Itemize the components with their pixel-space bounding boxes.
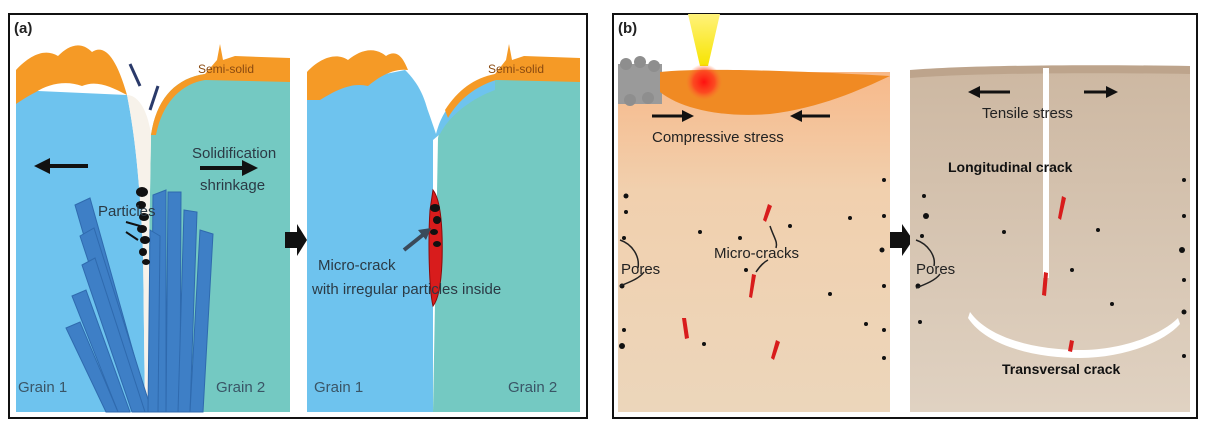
panel-a-left: Semi-solid bbox=[16, 44, 290, 413]
micro-cracks bbox=[1042, 196, 1074, 352]
micro-cracks-label: Micro-cracks bbox=[714, 245, 799, 262]
micro-cracks bbox=[682, 204, 780, 360]
panel-b-right: Tensile stress Longitudinal crack Transv… bbox=[910, 65, 1190, 412]
pores-cluster bbox=[915, 178, 1187, 358]
arrow-left-icon bbox=[968, 86, 1010, 98]
laser-spot bbox=[686, 64, 722, 100]
dendrite-tip-mark bbox=[148, 85, 160, 111]
arrow-right-icon bbox=[652, 110, 694, 122]
dendrite-cluster bbox=[65, 189, 214, 413]
arrow-left-icon bbox=[34, 158, 88, 174]
transition-arrow-icon bbox=[285, 224, 307, 256]
pores-pointer bbox=[619, 271, 645, 287]
micro-cracks-pointer bbox=[769, 225, 778, 249]
arrow-left-icon bbox=[790, 110, 830, 122]
grain-1-region bbox=[307, 70, 433, 412]
laser-beam-icon bbox=[688, 14, 720, 66]
semi-solid-left bbox=[16, 45, 127, 104]
pores-pointer bbox=[915, 239, 936, 267]
pores-cluster bbox=[619, 178, 886, 360]
arrow-right-icon bbox=[1084, 86, 1118, 98]
pores-pointer bbox=[619, 239, 640, 269]
transversal-crack bbox=[968, 312, 1180, 358]
dendrite-bar bbox=[189, 229, 214, 413]
transition-arrow-icon bbox=[890, 224, 913, 256]
semi-solid-left bbox=[307, 50, 408, 100]
solidification-label: Solidification bbox=[192, 145, 276, 162]
powder-particles bbox=[618, 56, 662, 106]
inter-grain-gap bbox=[127, 95, 152, 412]
compressive-stress-label: Compressive stress bbox=[652, 129, 784, 146]
particles-label: Particles bbox=[98, 203, 156, 220]
semi-solid-right bbox=[151, 44, 290, 135]
transversal-crack-label: Transversal crack bbox=[1002, 361, 1121, 377]
grain-2-label: Grain 2 bbox=[508, 379, 557, 396]
dendrite-bar bbox=[65, 321, 119, 413]
micro-cracks-pointer bbox=[755, 259, 769, 273]
semi-solid-label-right-diagram: Semi-solid bbox=[488, 62, 544, 76]
particles-cluster bbox=[136, 187, 150, 265]
dendrite-bar bbox=[147, 229, 161, 413]
crack-particles bbox=[430, 204, 441, 247]
dendrite-bar bbox=[71, 289, 131, 413]
panel-b: Compressive stress Pores bbox=[612, 13, 1198, 419]
semi-solid-right bbox=[445, 44, 580, 118]
particles-pointer bbox=[125, 221, 141, 227]
arrow-right-icon bbox=[200, 160, 258, 176]
shrinkage-label: shrinkage bbox=[200, 177, 265, 194]
dendrite-bar bbox=[81, 257, 146, 413]
micro-crack-label: Micro-crack bbox=[318, 257, 396, 274]
pores-pointer bbox=[915, 273, 941, 289]
particles-pointer bbox=[125, 231, 139, 241]
powder-bed bbox=[618, 72, 890, 412]
grain-2-label: Grain 2 bbox=[216, 379, 265, 396]
micro-crack-detail-label: with irregular particles inside bbox=[311, 281, 501, 298]
grain-1-label: Grain 1 bbox=[314, 379, 363, 396]
panel-a: Semi-solid bbox=[8, 13, 588, 419]
micro-crack-pointer-icon bbox=[402, 228, 431, 252]
dendrite-tip-mark bbox=[128, 63, 142, 87]
panel-a-right: Semi-solid Micro-crack with irregular pa… bbox=[307, 44, 580, 412]
longitudinal-crack bbox=[1043, 68, 1049, 278]
tensile-stress-label: Tensile stress bbox=[982, 105, 1073, 122]
grain-1-label: Grain 1 bbox=[18, 379, 67, 396]
panel-b-left: Compressive stress Pores bbox=[618, 14, 890, 412]
surface-layer bbox=[910, 65, 1190, 78]
panel-b-label: (b) bbox=[618, 20, 637, 37]
longitudinal-crack-label: Longitudinal crack bbox=[948, 159, 1073, 175]
grain-2-region bbox=[433, 74, 580, 412]
panel-a-label: (a) bbox=[14, 20, 32, 37]
pores-label: Pores bbox=[916, 261, 955, 278]
pores-label: Pores bbox=[621, 261, 660, 278]
semi-solid-label-left-diagram: Semi-solid bbox=[198, 62, 254, 76]
